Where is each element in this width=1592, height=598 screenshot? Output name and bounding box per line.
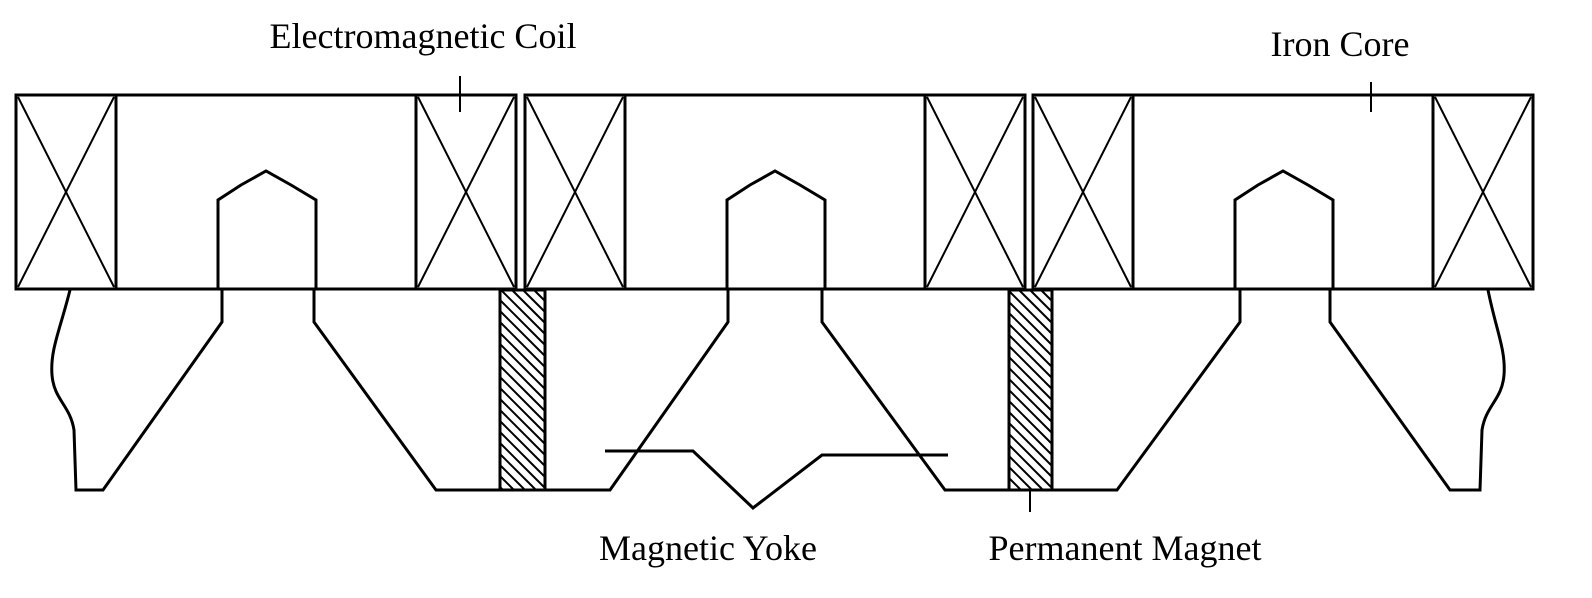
electromagnetic-coil — [414, 93, 518, 291]
hatch-line — [1008, 389, 1053, 434]
hatch-line — [1008, 422, 1053, 467]
hatch-line — [1008, 411, 1053, 456]
hatch-line — [1018, 289, 1053, 324]
hatch-line — [1008, 345, 1053, 390]
yoke-right-edge — [1328, 289, 1506, 492]
hatch-line — [499, 431, 546, 478]
coil-box — [523, 93, 627, 291]
hatch-line — [1008, 433, 1053, 478]
hatch-line — [533, 289, 546, 302]
hatch-line — [1008, 323, 1053, 368]
hatch-line — [1008, 312, 1053, 357]
hatch-line — [1008, 444, 1053, 489]
hatch-line — [1008, 367, 1053, 412]
label-iron-core: Iron Core — [1271, 24, 1410, 64]
coil-cross — [1434, 96, 1532, 288]
coil-box — [1431, 93, 1535, 291]
electromagnetic-coil — [923, 93, 1027, 291]
leaders — [459, 76, 1372, 512]
permanent-magnets — [498, 288, 1054, 492]
hatch-line — [499, 453, 537, 491]
iron-core-frame — [523, 93, 1027, 291]
coil-cross — [1034, 96, 1132, 288]
core-tooth — [216, 169, 318, 289]
hatch-line — [1008, 477, 1022, 491]
coil-box — [923, 93, 1027, 291]
hatch-line — [499, 475, 515, 491]
coil-cross — [417, 96, 515, 288]
hatch-line — [499, 387, 546, 434]
hatch-line — [1008, 290, 1053, 335]
magnetic-yoke — [50, 289, 1506, 492]
hatch-line — [1008, 466, 1033, 491]
units — [14, 93, 1535, 291]
hatch-line — [499, 354, 546, 401]
electromagnetic-coil — [14, 93, 118, 291]
hatch-line — [499, 442, 546, 489]
yoke-pole-1-2 — [312, 290, 730, 492]
coil-cross — [526, 96, 624, 288]
iron-core-unit-2 — [523, 93, 1027, 291]
hatch-line — [499, 398, 546, 445]
hatch-line — [1008, 301, 1053, 346]
coil-box — [1031, 93, 1135, 291]
hatch-line — [1008, 455, 1044, 491]
hatch-line — [1029, 289, 1053, 313]
hatch-line — [499, 332, 546, 379]
hatch-line — [511, 289, 546, 324]
coil-box — [14, 93, 118, 291]
hatch-line — [499, 310, 546, 357]
coil-box — [414, 93, 518, 291]
hatch-line — [500, 289, 546, 335]
hatch-line — [1008, 400, 1053, 445]
hatch-line — [1008, 334, 1053, 379]
hatch-line — [499, 365, 546, 412]
coil-cross — [926, 96, 1024, 288]
coil-cross — [17, 96, 115, 288]
core-tooth — [725, 169, 827, 289]
hatch-line — [499, 464, 526, 491]
hatch-line — [1008, 356, 1053, 401]
permanent-magnet — [498, 288, 547, 492]
yoke-left-edge — [50, 289, 224, 492]
label-electromagnetic-coil: Electromagnetic Coil — [270, 16, 577, 56]
hatch-line — [499, 343, 546, 390]
electromagnetic-coil — [1031, 93, 1135, 291]
electromagnetic-coil — [1431, 93, 1535, 291]
label-permanent-magnet: Permanent Magnet — [989, 528, 1262, 568]
iron-core-frame — [1031, 93, 1535, 291]
hatch-line — [499, 299, 546, 346]
hatch-line — [499, 409, 546, 456]
hatch-line — [499, 420, 546, 467]
iron-core-frame — [14, 93, 518, 291]
iron-core-unit-1 — [14, 93, 518, 291]
core-tooth — [1233, 169, 1335, 289]
yoke-leader — [605, 449, 948, 510]
hatch-line — [499, 321, 546, 368]
hatch-line — [499, 376, 546, 423]
hatch-line — [1040, 289, 1053, 302]
hatch-line — [522, 289, 546, 313]
electromagnetic-coil — [523, 93, 627, 291]
iron-core-unit-3 — [1031, 93, 1535, 291]
hatch-line — [1008, 378, 1053, 423]
label-magnetic-yoke: Magnetic Yoke — [599, 528, 817, 568]
permanent-magnet — [1007, 288, 1054, 492]
